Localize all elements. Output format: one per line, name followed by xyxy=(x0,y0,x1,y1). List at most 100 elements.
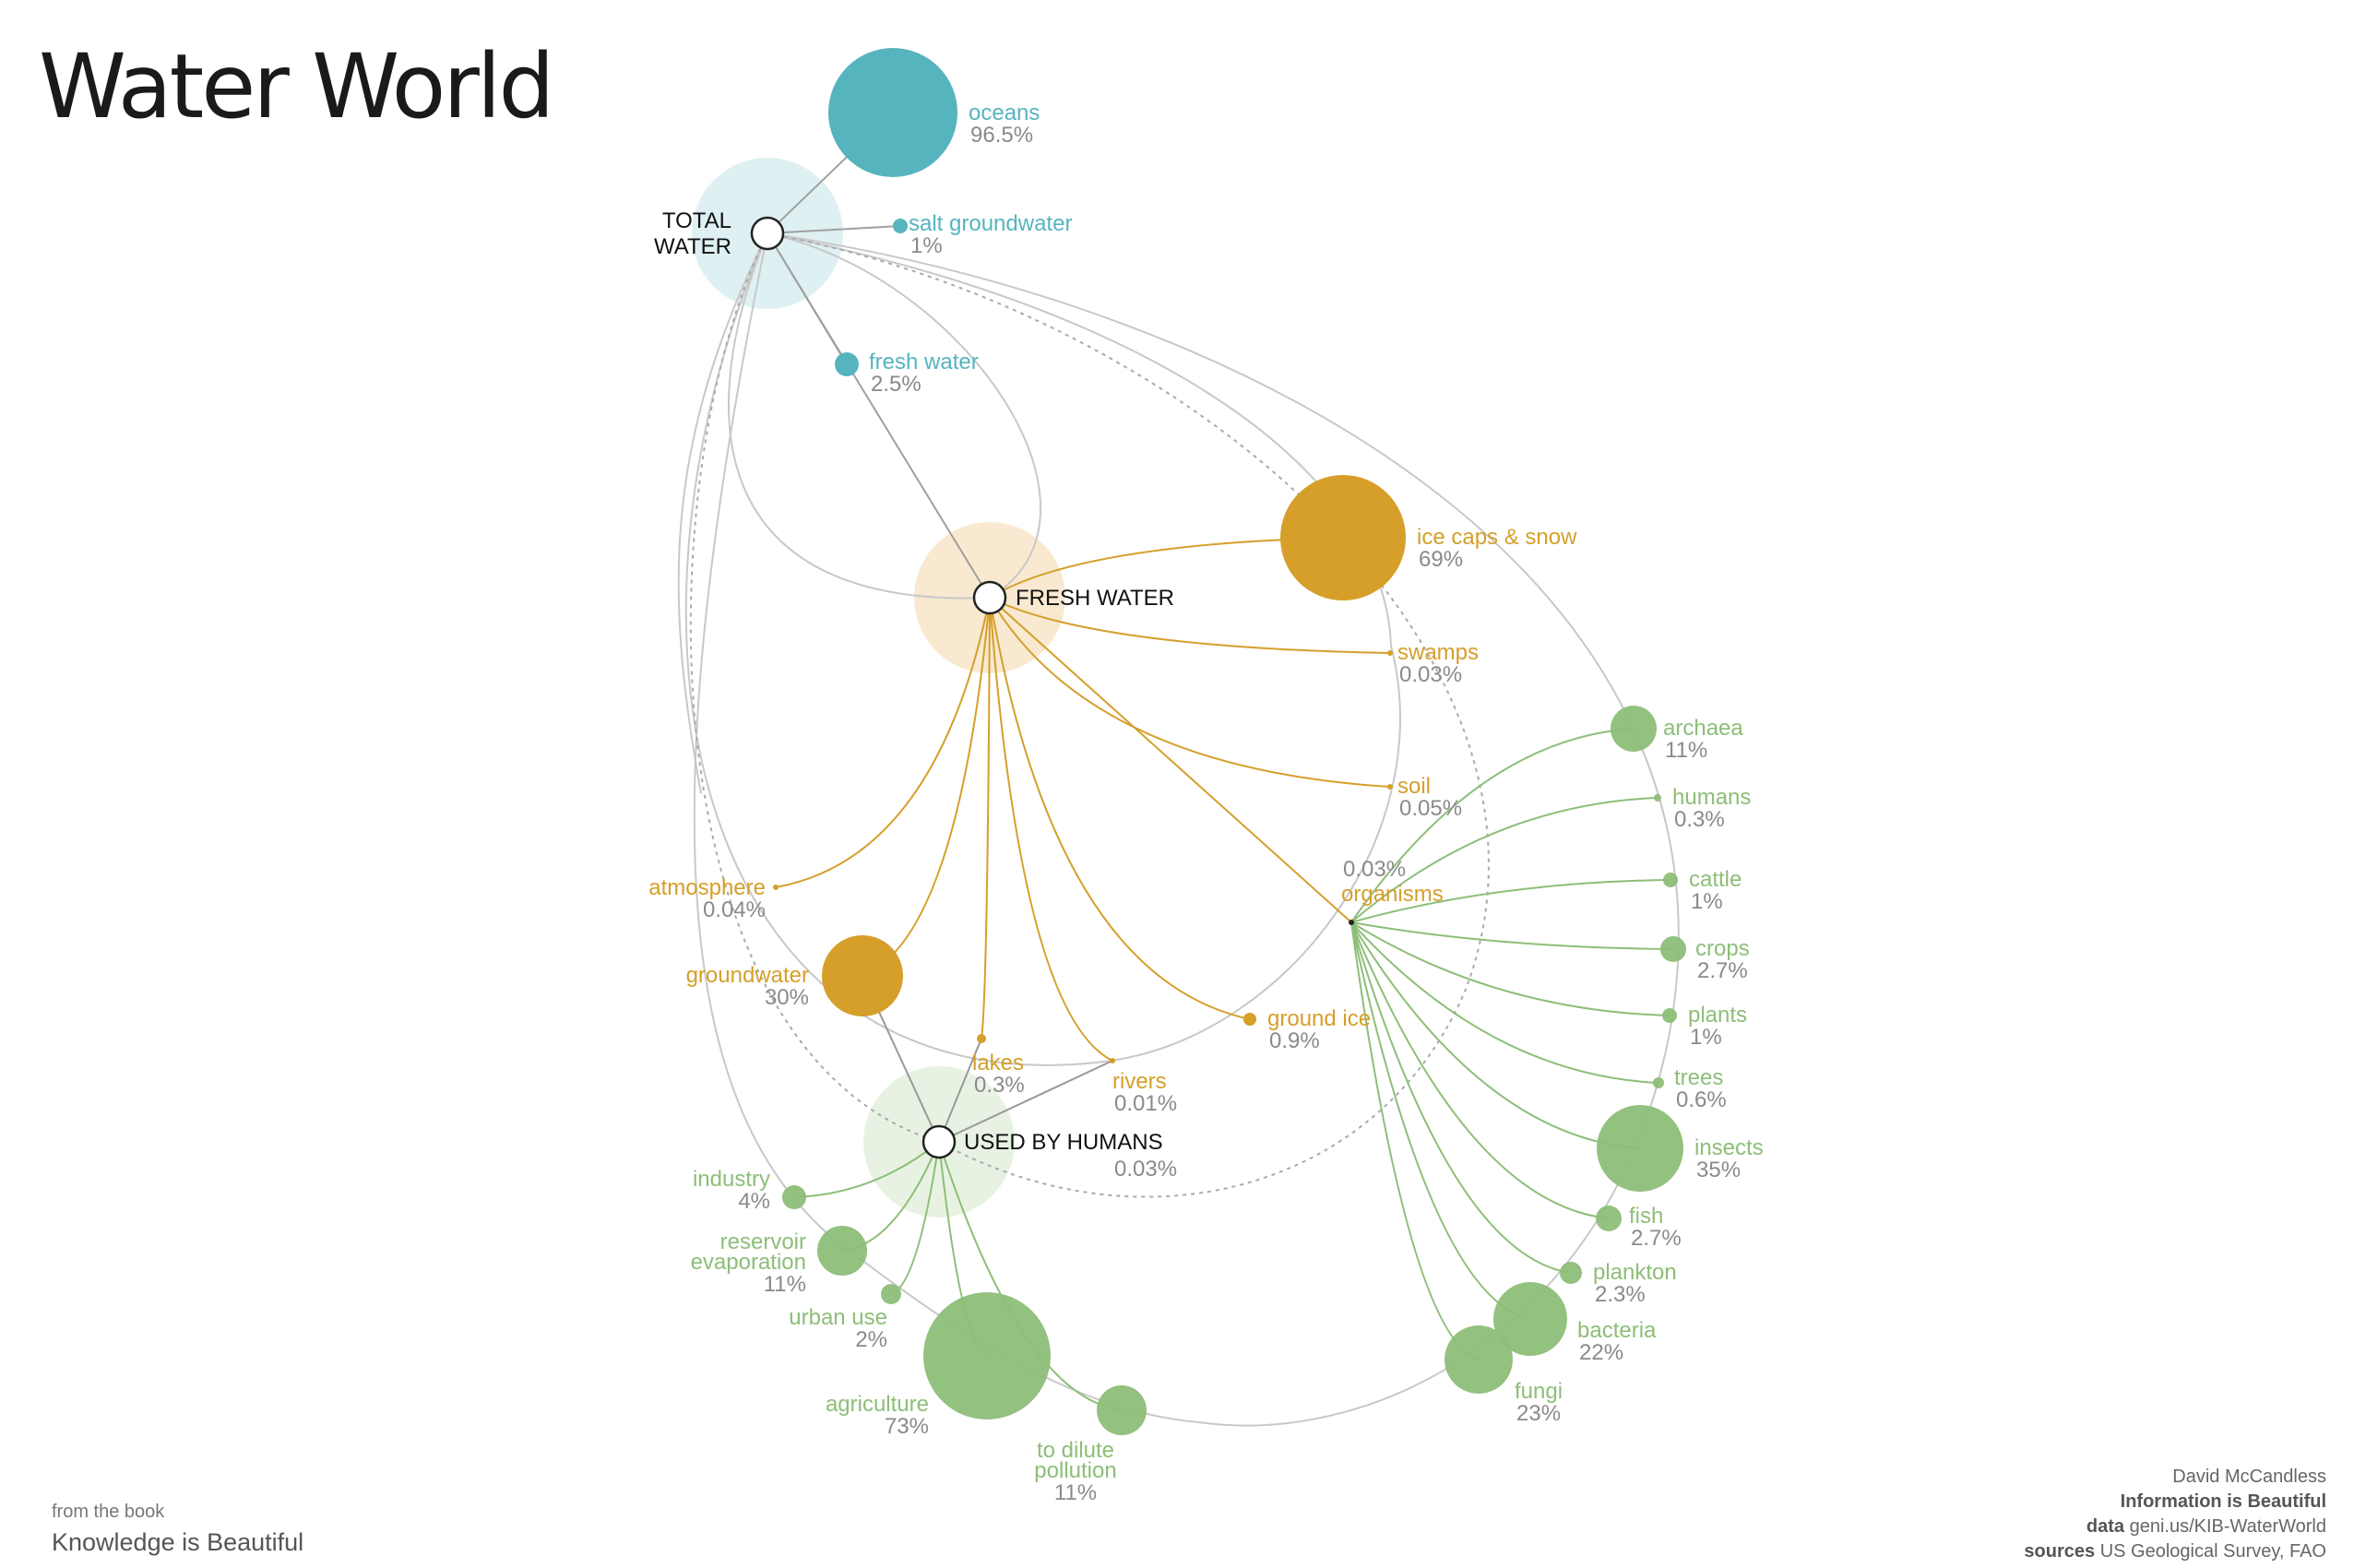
bubble-atmosphere xyxy=(773,885,779,890)
label-oceans: oceans xyxy=(969,101,1040,125)
used-by-humans-hub xyxy=(921,1124,957,1159)
label-reservoir: evaporation xyxy=(691,1250,806,1275)
link-ground-ice xyxy=(989,597,1251,1020)
bubble-lakes xyxy=(977,1034,986,1043)
bubble-fish xyxy=(1596,1206,1622,1231)
value-groundwater: 30% xyxy=(765,985,809,1010)
label-ice-caps: ice caps & snow xyxy=(1417,525,1577,550)
label-industry: industry xyxy=(693,1167,770,1192)
bubble-ground-ice xyxy=(1243,1013,1256,1026)
value-atmosphere: 0.04% xyxy=(703,897,766,922)
value-soil: 0.05% xyxy=(1399,796,1462,821)
link-ice-caps xyxy=(989,537,1344,599)
link-insects xyxy=(1350,921,1641,1149)
used-by-humans-value: 0.03% xyxy=(1114,1157,1177,1182)
label-plankton: plankton xyxy=(1593,1260,1677,1285)
link-fresh-organisms xyxy=(989,597,1352,923)
value-crops: 2.7% xyxy=(1697,958,1748,983)
value-fresh-water: 2.5% xyxy=(871,372,921,397)
used-by-humans-label: USED BY HUMANS xyxy=(964,1130,1163,1155)
value-swamps: 0.03% xyxy=(1399,662,1462,687)
bubble-industry xyxy=(782,1185,806,1209)
bubble-fresh-water xyxy=(835,352,859,376)
bubble-fungi xyxy=(1444,1325,1513,1394)
link-plants xyxy=(1350,921,1670,1016)
label-groundwater: groundwater xyxy=(686,963,809,988)
value-fish: 2.7% xyxy=(1631,1226,1682,1251)
label-insects: insects xyxy=(1694,1135,1764,1160)
value-reservoir: 11% xyxy=(764,1272,806,1297)
label-trees: trees xyxy=(1674,1065,1723,1090)
value-agriculture: 73% xyxy=(885,1414,929,1439)
link-cattle xyxy=(1350,879,1671,923)
links xyxy=(767,112,1674,1411)
source-credits: David McCandless Information is Beautifu… xyxy=(2024,1465,2326,1564)
credit-author: David McCandless xyxy=(2172,1467,2326,1487)
bubble-trees xyxy=(1653,1077,1664,1088)
link-rivers xyxy=(989,597,1113,1062)
label-lakes: lakes xyxy=(972,1051,1024,1075)
label-humans-org: humans xyxy=(1672,785,1751,810)
bubble-groundwater xyxy=(822,935,903,1016)
label-crops: crops xyxy=(1695,936,1750,961)
label-fish: fish xyxy=(1629,1204,1663,1229)
book-credit-title: Knowledge is Beautiful xyxy=(52,1528,304,1556)
label-fungi: fungi xyxy=(1515,1379,1563,1404)
bubble-crops xyxy=(1660,936,1686,962)
total-water-label: WATER xyxy=(654,234,731,259)
bubble-insects xyxy=(1597,1105,1683,1192)
bubble-bacteria xyxy=(1493,1282,1567,1356)
credit-publication: Information is Beautiful xyxy=(2120,1491,2326,1512)
value-fungi: 23% xyxy=(1516,1401,1561,1426)
link-atmosphere xyxy=(775,597,991,888)
label-bacteria: bacteria xyxy=(1577,1318,1657,1343)
bubble-urban xyxy=(881,1284,901,1304)
value-lakes: 0.3% xyxy=(974,1073,1025,1098)
value-industry: 4% xyxy=(738,1189,770,1214)
bubble-oceans xyxy=(828,48,957,177)
bubble-rivers xyxy=(1110,1058,1115,1063)
value-bacteria: 22% xyxy=(1579,1340,1623,1365)
fresh-water-hub xyxy=(972,580,1007,615)
organisms-hub xyxy=(1349,920,1354,925)
credit-sources-label: sources xyxy=(2024,1541,2096,1562)
link-total-fresh xyxy=(767,232,991,599)
link-lakes xyxy=(981,597,991,1039)
value-trees: 0.6% xyxy=(1676,1087,1727,1112)
label-dilute: to dilute xyxy=(1037,1438,1114,1463)
link-archaea xyxy=(1350,728,1635,923)
bubble-humans-org xyxy=(1654,794,1661,802)
label-agriculture: agriculture xyxy=(826,1392,929,1417)
credit-sources-value: US Geological Survey, FAO xyxy=(2099,1541,2326,1562)
guide-curve xyxy=(767,232,1042,599)
label-archaea: archaea xyxy=(1663,716,1743,741)
value-plants: 1% xyxy=(1690,1025,1722,1050)
bubble-swamps xyxy=(1387,650,1393,656)
organisms-value: 0.03% xyxy=(1343,857,1406,882)
organisms-label: organisms xyxy=(1341,882,1444,907)
link-humans-org xyxy=(1350,797,1658,923)
link-swamps xyxy=(989,597,1391,654)
link-salt-groundwater xyxy=(767,225,901,234)
bubble-soil xyxy=(1387,784,1393,790)
bubble-plankton xyxy=(1560,1262,1582,1284)
link-plankton xyxy=(1350,921,1572,1274)
value-cattle: 1% xyxy=(1691,889,1723,914)
link-fish xyxy=(1350,921,1610,1219)
label-atmosphere: atmosphere xyxy=(648,875,766,900)
page-title: Water World xyxy=(39,35,554,138)
value-rivers: 0.01% xyxy=(1114,1091,1177,1116)
guide-curve xyxy=(727,232,991,600)
value-insects: 35% xyxy=(1696,1158,1741,1182)
label-plants: plants xyxy=(1688,1003,1747,1028)
label-fresh-water: fresh water xyxy=(869,350,979,374)
bubble-agriculture xyxy=(923,1292,1051,1420)
value-humans-org: 0.3% xyxy=(1674,807,1725,832)
credit-data-value: geni.us/KIB-WaterWorld xyxy=(2129,1516,2326,1537)
link-crops xyxy=(1350,921,1674,950)
label-swamps: swamps xyxy=(1397,640,1479,665)
guide-curve-dotted xyxy=(767,232,1490,1198)
value-salt-groundwater: 1% xyxy=(910,233,943,258)
